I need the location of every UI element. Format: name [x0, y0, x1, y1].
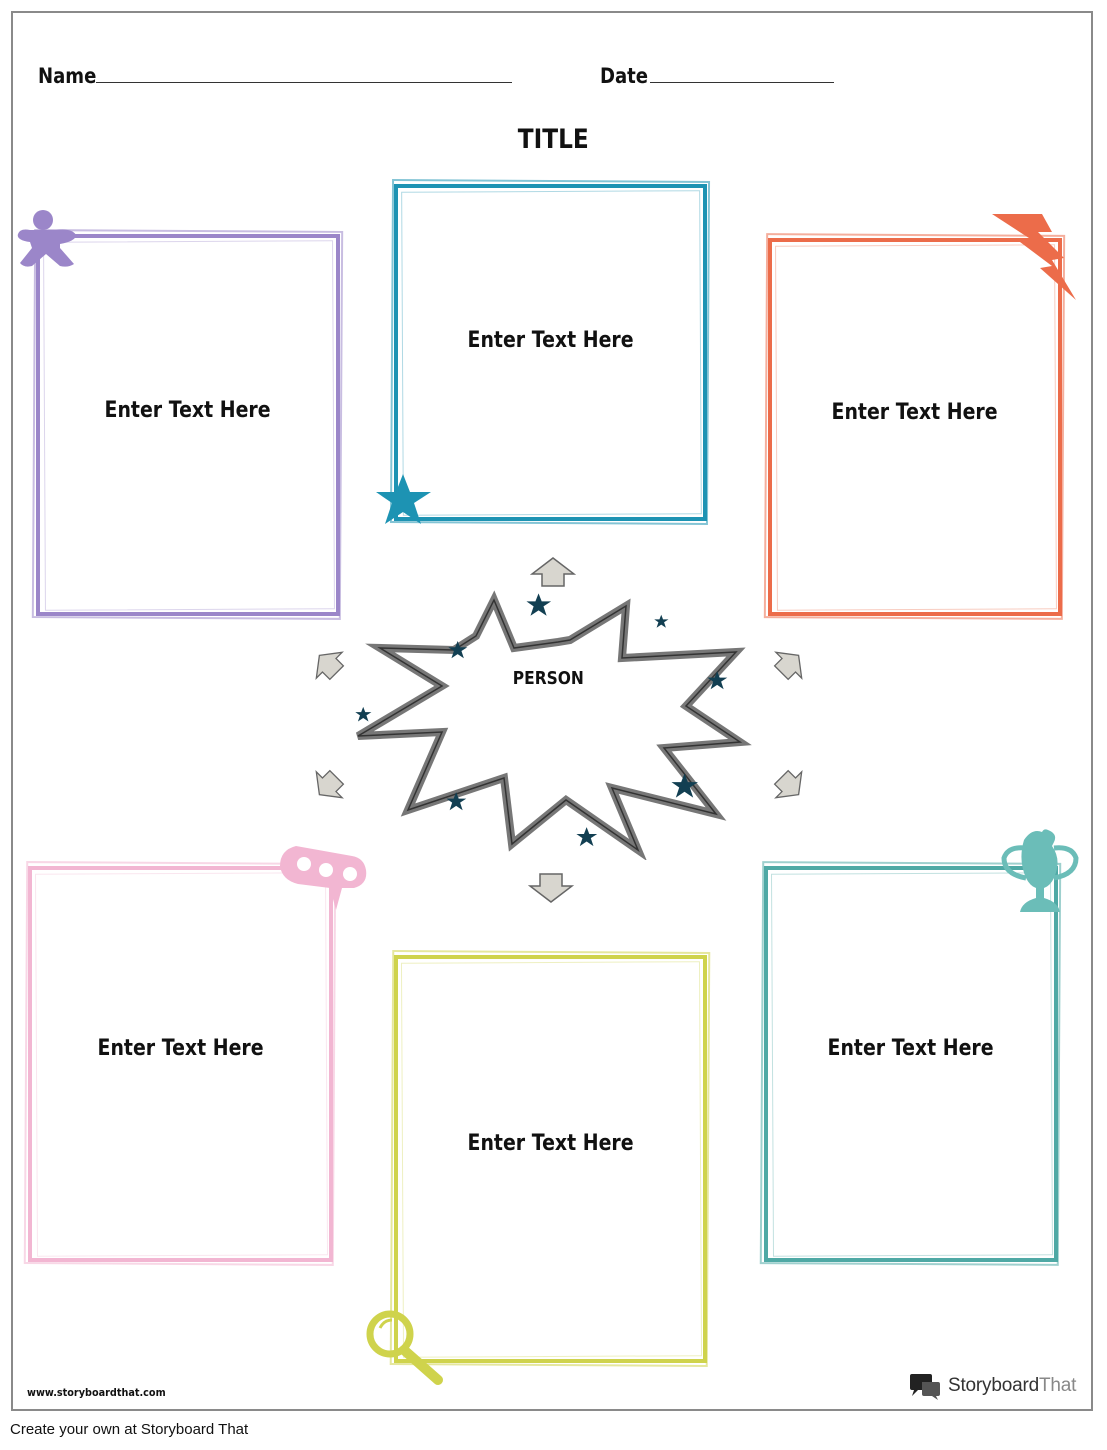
- text-box-5-label: Enter Text Here: [467, 1131, 634, 1156]
- name-label: Name: [38, 64, 97, 88]
- page-title-text: TITLE: [518, 124, 589, 155]
- magnifying-glass-icon: [366, 1310, 443, 1385]
- bobby-pin-icon: [280, 846, 367, 910]
- logo-word-storyboard: Storyboard: [948, 1375, 1039, 1396]
- star-icon: [355, 706, 372, 722]
- lightning-bolt-icon: [992, 214, 1076, 300]
- date-line: [650, 82, 834, 83]
- star-icon: [671, 773, 699, 798]
- arrow-down-icon: [528, 873, 574, 903]
- star-icon: [376, 474, 431, 524]
- text-box-1-label: Enter Text Here: [104, 398, 272, 423]
- text-box-2-label: Enter Text Here: [467, 328, 634, 353]
- star-icon: [576, 827, 598, 847]
- text-box-2[interactable]: Enter Text Here: [394, 184, 707, 521]
- storyboardthat-logo[interactable]: StoryboardThat: [908, 1372, 1076, 1400]
- person-label: PERSON: [480, 668, 616, 689]
- person-token-icon: [17, 210, 76, 267]
- person-label-text: PERSON: [512, 668, 584, 689]
- star-icon: [654, 614, 669, 628]
- star-icon: [446, 792, 467, 811]
- name-line: [96, 82, 512, 83]
- speech-bubbles-icon: [910, 1374, 940, 1400]
- logo-word-that: That: [1038, 1375, 1077, 1396]
- person-burst: [355, 590, 752, 860]
- star-icon: [448, 641, 468, 659]
- star-icon: [526, 593, 552, 616]
- star-icon: [707, 671, 728, 690]
- text-box-1[interactable]: Enter Text Here: [36, 234, 340, 616]
- arrow-up-right-icon: [773, 651, 803, 681]
- text-box-4-label: Enter Text Here: [97, 1036, 264, 1061]
- arrow-down-right-icon: [773, 769, 803, 799]
- date-label: Date: [600, 64, 649, 88]
- text-box-5[interactable]: Enter Text Here: [394, 955, 707, 1363]
- text-box-6[interactable]: Enter Text Here: [764, 866, 1058, 1262]
- trophy-icon: [1001, 829, 1079, 912]
- text-box-3-label: Enter Text Here: [831, 400, 999, 425]
- text-box-3[interactable]: Enter Text Here: [768, 238, 1062, 616]
- text-box-6-label: Enter Text Here: [827, 1036, 995, 1061]
- arrow-down-left-icon: [315, 769, 345, 799]
- create-your-own-text[interactable]: Create your own at Storyboard That: [10, 1421, 249, 1438]
- footer-url[interactable]: www.storyboardthat.com: [27, 1386, 166, 1399]
- arrow-up-left-icon: [315, 651, 345, 681]
- page-title: TITLE: [0, 124, 1107, 155]
- arrow-up-icon: [530, 557, 576, 587]
- text-box-4[interactable]: Enter Text Here: [28, 866, 333, 1262]
